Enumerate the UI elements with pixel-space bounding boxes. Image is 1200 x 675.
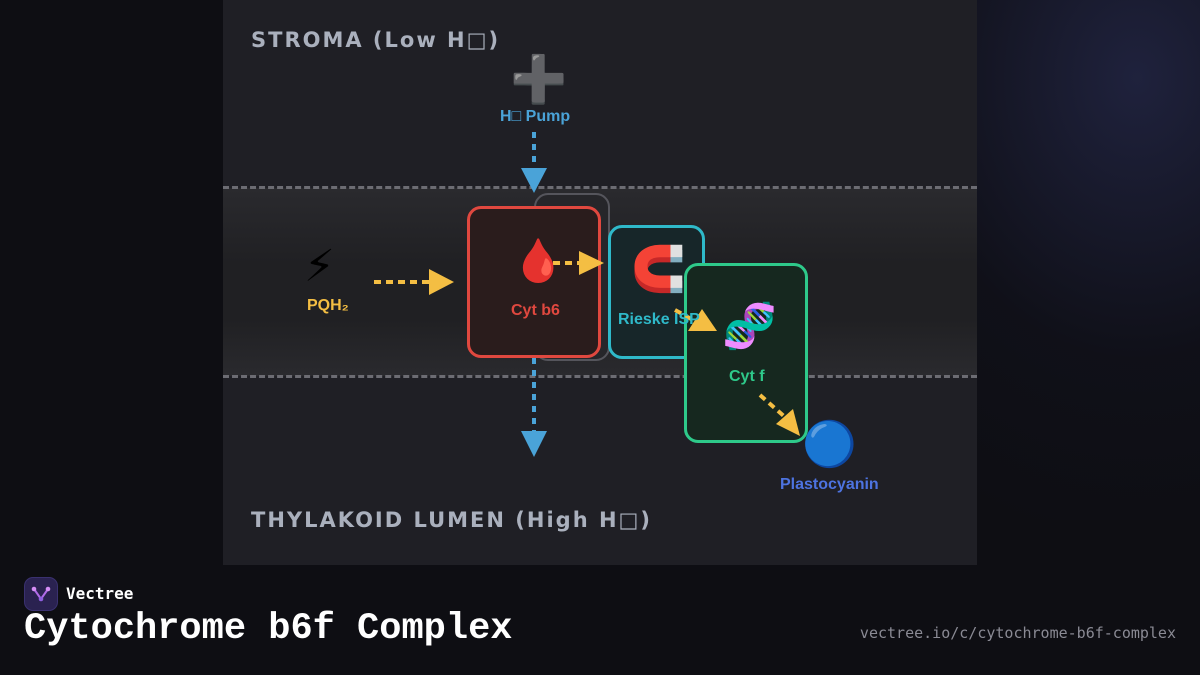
dna-icon: 🧬	[722, 302, 777, 351]
plastocyanin-label: Plastocyanin	[780, 476, 879, 493]
electron-arrow-cytf-shaft	[758, 393, 788, 420]
membrane-bottom-edge	[223, 375, 977, 378]
stroma-label: STROMA (Low H□)	[251, 28, 501, 52]
cyt-f-label: Cyt f	[729, 368, 765, 385]
membrane-top-edge	[223, 186, 977, 189]
pqh2-label: PQH₂	[307, 297, 349, 314]
proton-arrow-lumen-head	[521, 431, 547, 457]
flow-arrows	[374, 132, 800, 457]
page-url[interactable]: vectree.io/c/cytochrome-b6f-complex	[859, 624, 1176, 642]
brand-name[interactable]: Vectree	[66, 584, 134, 603]
plus-icon: ➕	[510, 53, 568, 105]
rieske-isp-label: Rieske ISP	[618, 311, 700, 328]
drop-of-blood-icon: 🩸	[512, 237, 565, 284]
vectree-logo-icon[interactable]	[24, 577, 58, 611]
proton-arrow-stroma-head	[521, 168, 547, 193]
cyt-b6-box[interactable]	[467, 206, 601, 358]
electron-arrow-cytf-head	[776, 409, 800, 436]
blue-circle-icon: 🔵	[802, 420, 857, 469]
pump-label: H□ Pump	[500, 108, 571, 125]
electron-arrow-pqh2-head	[429, 269, 454, 295]
magnet-icon: 🧲	[631, 245, 686, 294]
vectree-logo-mark	[31, 586, 51, 602]
cyt-b6-label: Cyt b6	[511, 302, 560, 319]
electron-arrow-b6-head	[579, 251, 604, 275]
diagram-panel: STROMA (Low H□) THYLAKOID LUMEN (High H□…	[223, 0, 977, 565]
electron-arrow-rieske-shaft	[674, 308, 694, 322]
cyt-f-box[interactable]	[684, 263, 808, 443]
lightning-icon: ⚡	[304, 242, 335, 291]
page-title: Cytochrome b6f Complex	[24, 608, 513, 650]
lumen-label: THYLAKOID LUMEN (High H□)	[251, 508, 652, 532]
electron-arrow-rieske-head	[688, 309, 717, 331]
